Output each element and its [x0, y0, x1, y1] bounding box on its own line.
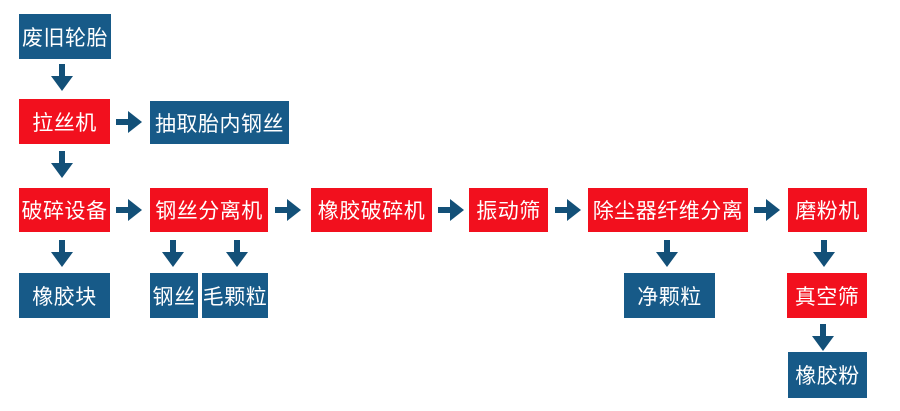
arrow-down-icon — [161, 240, 185, 267]
arrow-down-icon — [50, 240, 74, 267]
node-steel-wire-separator: 钢丝分离机 — [150, 188, 268, 232]
node-dust-collector-fiber-separation: 除尘器纤维分离 — [588, 188, 748, 232]
node-crushing-equipment: 破碎设备 — [19, 188, 110, 232]
arrow-right-icon — [438, 198, 464, 222]
arrow-down-icon — [812, 240, 836, 267]
node-rubber-powder: 橡胶粉 — [788, 352, 867, 398]
arrow-right-icon — [116, 110, 142, 134]
arrow-down-icon — [655, 240, 679, 267]
node-fuzzy-granules: 毛颗粒 — [202, 273, 268, 318]
node-rubber-block: 橡胶块 — [19, 273, 110, 318]
arrow-down-icon — [811, 324, 835, 351]
arrow-right-icon — [116, 198, 142, 222]
node-grinding-mill: 磨粉机 — [788, 188, 867, 232]
arrow-down-icon — [50, 64, 74, 91]
node-extract-inner-steel-wire: 抽取胎内钢丝 — [150, 101, 289, 144]
arrow-right-icon — [555, 198, 581, 222]
arrow-right-icon — [754, 198, 780, 222]
node-waste-tires: 废旧轮胎 — [19, 14, 111, 59]
node-vibrating-screen: 振动筛 — [469, 188, 548, 232]
arrow-down-icon — [50, 151, 74, 178]
node-wire-drawing-machine: 拉丝机 — [19, 99, 110, 144]
arrow-down-icon — [225, 240, 249, 267]
node-rubber-crusher: 橡胶破碎机 — [311, 188, 432, 232]
arrow-right-icon — [275, 198, 301, 222]
node-vacuum-screen: 真空筛 — [787, 273, 867, 318]
node-clean-granules: 净颗粒 — [624, 273, 715, 318]
node-steel-wire: 钢丝 — [150, 273, 198, 318]
